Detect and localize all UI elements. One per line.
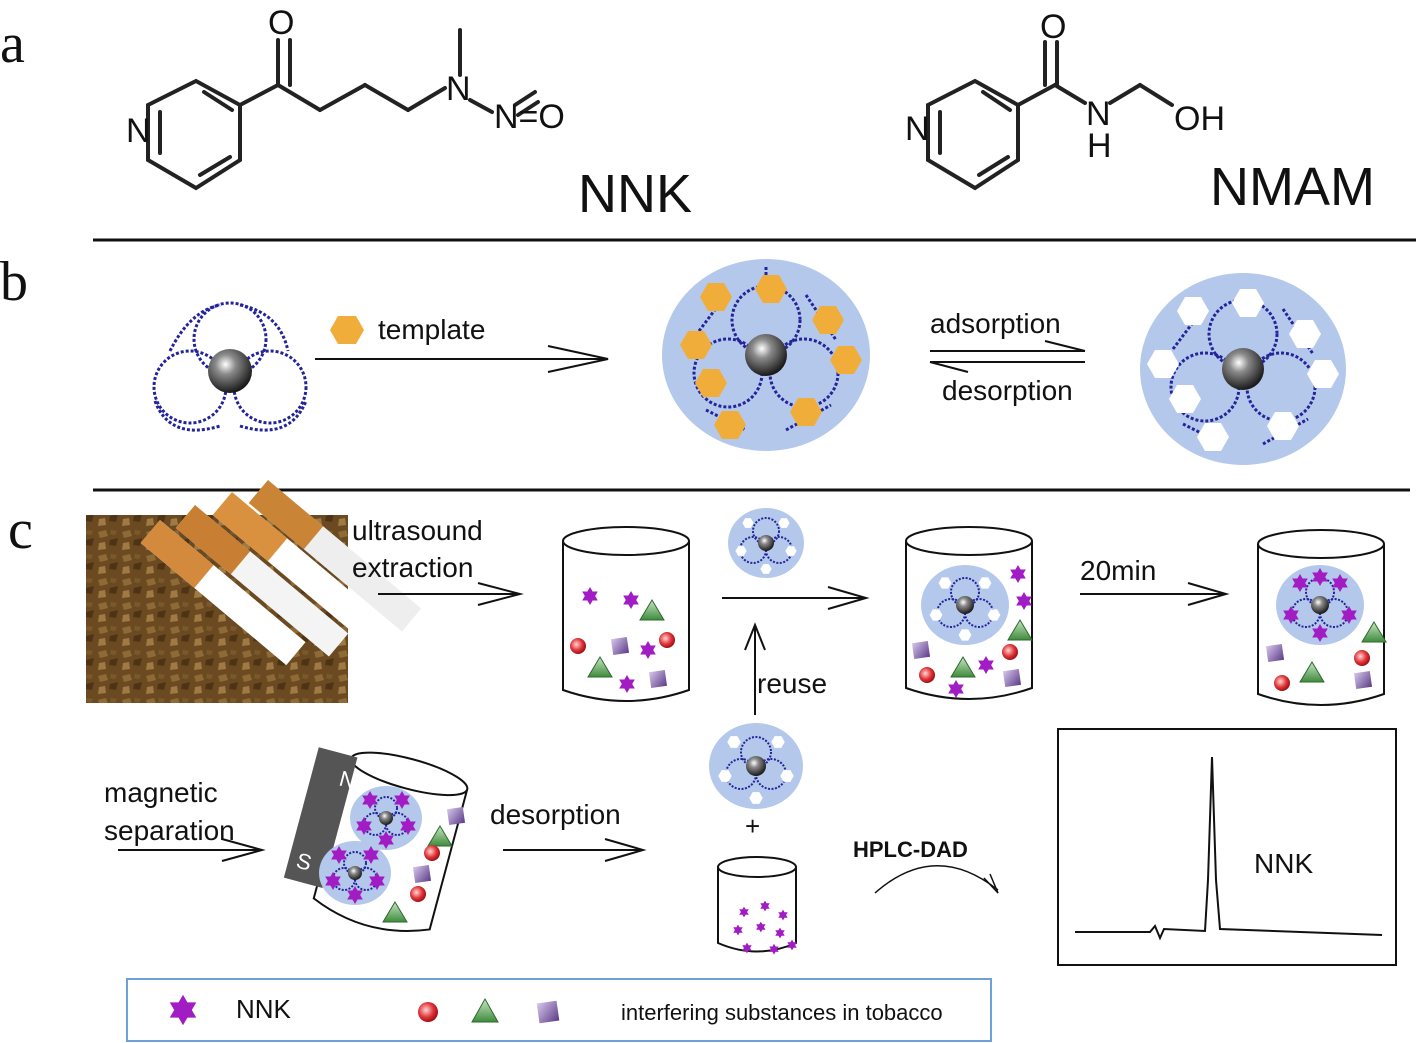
template-hexagon-icon: [330, 316, 364, 344]
hplc-arrow: [874, 865, 999, 894]
magnetic-core: [745, 334, 787, 376]
nmam-carbonyl-o: O: [1040, 8, 1066, 46]
template-label: template: [378, 314, 485, 345]
beaker-with-sorbent: [905, 526, 1033, 700]
reuse-label: reuse: [757, 668, 827, 699]
extraction-arrow: [378, 582, 524, 606]
template-arrow: [315, 345, 609, 373]
magnet-beaker: N S: [283, 747, 469, 932]
green-triangle-icon: [471, 997, 499, 1023]
magnet-bar: [283, 747, 358, 888]
peak-label: NNK: [1254, 848, 1313, 879]
nmam-hydroxyl: OH: [1174, 100, 1225, 138]
nnk-structure: [146, 28, 540, 191]
nnk-amine-n: N: [446, 70, 471, 108]
nmam-atoms: N O N H OH: [905, 8, 1225, 165]
bare-nanoparticle: [152, 301, 308, 432]
nmam-amide-h: H: [1087, 127, 1112, 165]
desorption-step-label: desorption: [490, 799, 621, 830]
chromatogram-trace: [1075, 756, 1383, 941]
sorbent-particle-top: [728, 508, 804, 578]
panel-a-label: a: [0, 13, 25, 75]
nmam-amide-n: N: [1086, 95, 1111, 133]
plus-sign: +: [745, 811, 760, 841]
separation-label: separation: [104, 815, 235, 846]
magnet-n-label: N: [337, 766, 359, 794]
beaker-extract: [562, 526, 690, 702]
imprinted-particle-with-template: [662, 259, 870, 451]
add-sorbent-arrow: [722, 586, 870, 610]
magnetic-core: [1222, 348, 1264, 390]
red-circle-icon: [418, 1002, 438, 1022]
nmam-structure: [926, 40, 1174, 191]
imprinted-particle-with-cavities: [1140, 273, 1346, 465]
sorbent-particle-regenerated: [709, 723, 803, 809]
chromatogram: NNK: [1057, 728, 1397, 966]
eluate-beaker: [717, 856, 797, 955]
legend-interfering-label: interfering substances in tobacco: [621, 1000, 943, 1025]
legend-nnk-label: NNK: [236, 994, 292, 1024]
magnetic-separation-arrow: [118, 838, 266, 862]
nmam-name: NMAM: [1210, 157, 1375, 217]
nnk-carbonyl-o: O: [268, 4, 294, 42]
nnk-name: NNK: [578, 164, 692, 224]
nnk-nitroso: N=O: [494, 98, 565, 136]
desorption-arrow: [503, 838, 647, 862]
nmam-ring-n: N: [905, 110, 930, 148]
incubation-arrow: [1080, 582, 1230, 606]
reuse-arrow: [744, 622, 766, 715]
magnet-s-label: S: [294, 848, 315, 876]
tobacco-cigarette-photo: [86, 480, 422, 703]
magnetic-label: magnetic: [104, 777, 218, 808]
hplc-label: HPLC-DAD: [853, 837, 968, 862]
panel-b-label: b: [0, 251, 28, 313]
legend: NNK interfering substances in tobacco: [126, 978, 992, 1042]
magnetic-core: [208, 349, 252, 393]
ultrasound-label: ultrasound: [352, 515, 483, 546]
purple-square-icon: [536, 1000, 560, 1024]
panel-c-label: c: [8, 499, 33, 561]
nnk-atoms: N O N N=O: [126, 4, 565, 150]
adsorption-label: adsorption: [930, 308, 1061, 339]
desorption-label: desorption: [942, 375, 1073, 406]
nnk-ring-n: N: [126, 112, 151, 150]
time-label: 20min: [1080, 555, 1156, 586]
beaker-after-adsorption: [1257, 529, 1387, 706]
extraction-label: extraction: [352, 552, 473, 583]
equilibrium-arrows: [929, 340, 1086, 373]
